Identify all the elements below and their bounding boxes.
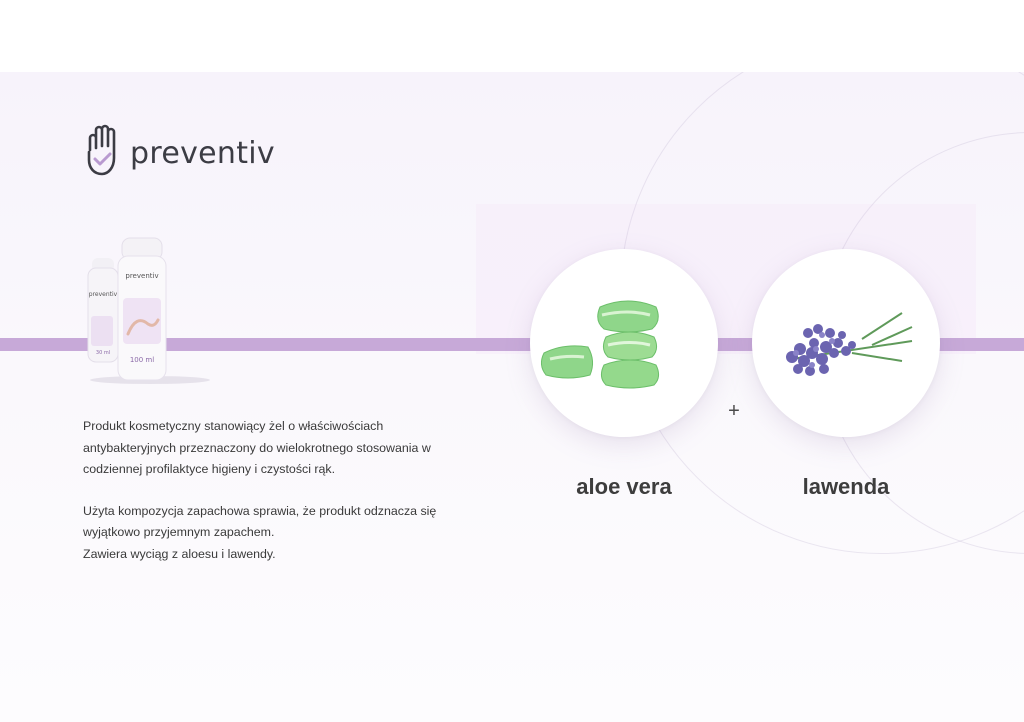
svg-text:100 ml: 100 ml — [130, 356, 154, 364]
ingredient-aloe-vera — [530, 249, 718, 437]
aloe-vera-icon — [540, 300, 660, 389]
description-paragraph: Produkt kosmetyczny stanowiący żel o wła… — [83, 419, 431, 476]
description-line: Zawiera wyciąg z aloesu i lawendy. — [83, 546, 276, 561]
hero-panel: preventiv preventiv 30 ml preventiv 100 … — [0, 72, 1024, 722]
svg-text:30 ml: 30 ml — [96, 350, 110, 356]
product-image: preventiv 30 ml preventiv 100 ml — [80, 234, 230, 384]
plus-sign: + — [728, 400, 740, 422]
ingredient-name-aloe-vera: aloe vera — [576, 474, 672, 499]
ingredient-name-lavender: lawenda — [802, 474, 890, 499]
svg-text:preventiv: preventiv — [89, 291, 118, 298]
hand-check-icon — [84, 124, 122, 183]
svg-text:preventiv: preventiv — [125, 272, 158, 280]
description-paragraph: Użyta kompozycja zapachowa sprawia, że p… — [83, 501, 443, 566]
ingredient-lavender — [752, 249, 940, 437]
brand-logo: preventiv — [84, 124, 275, 183]
product-description: Produkt kosmetyczny stanowiący żel o wła… — [83, 416, 443, 565]
brand-name: preventiv — [130, 136, 275, 171]
description-line: Użyta kompozycja zapachowa sprawia, że p… — [83, 503, 437, 540]
lavender-icon — [786, 312, 913, 376]
